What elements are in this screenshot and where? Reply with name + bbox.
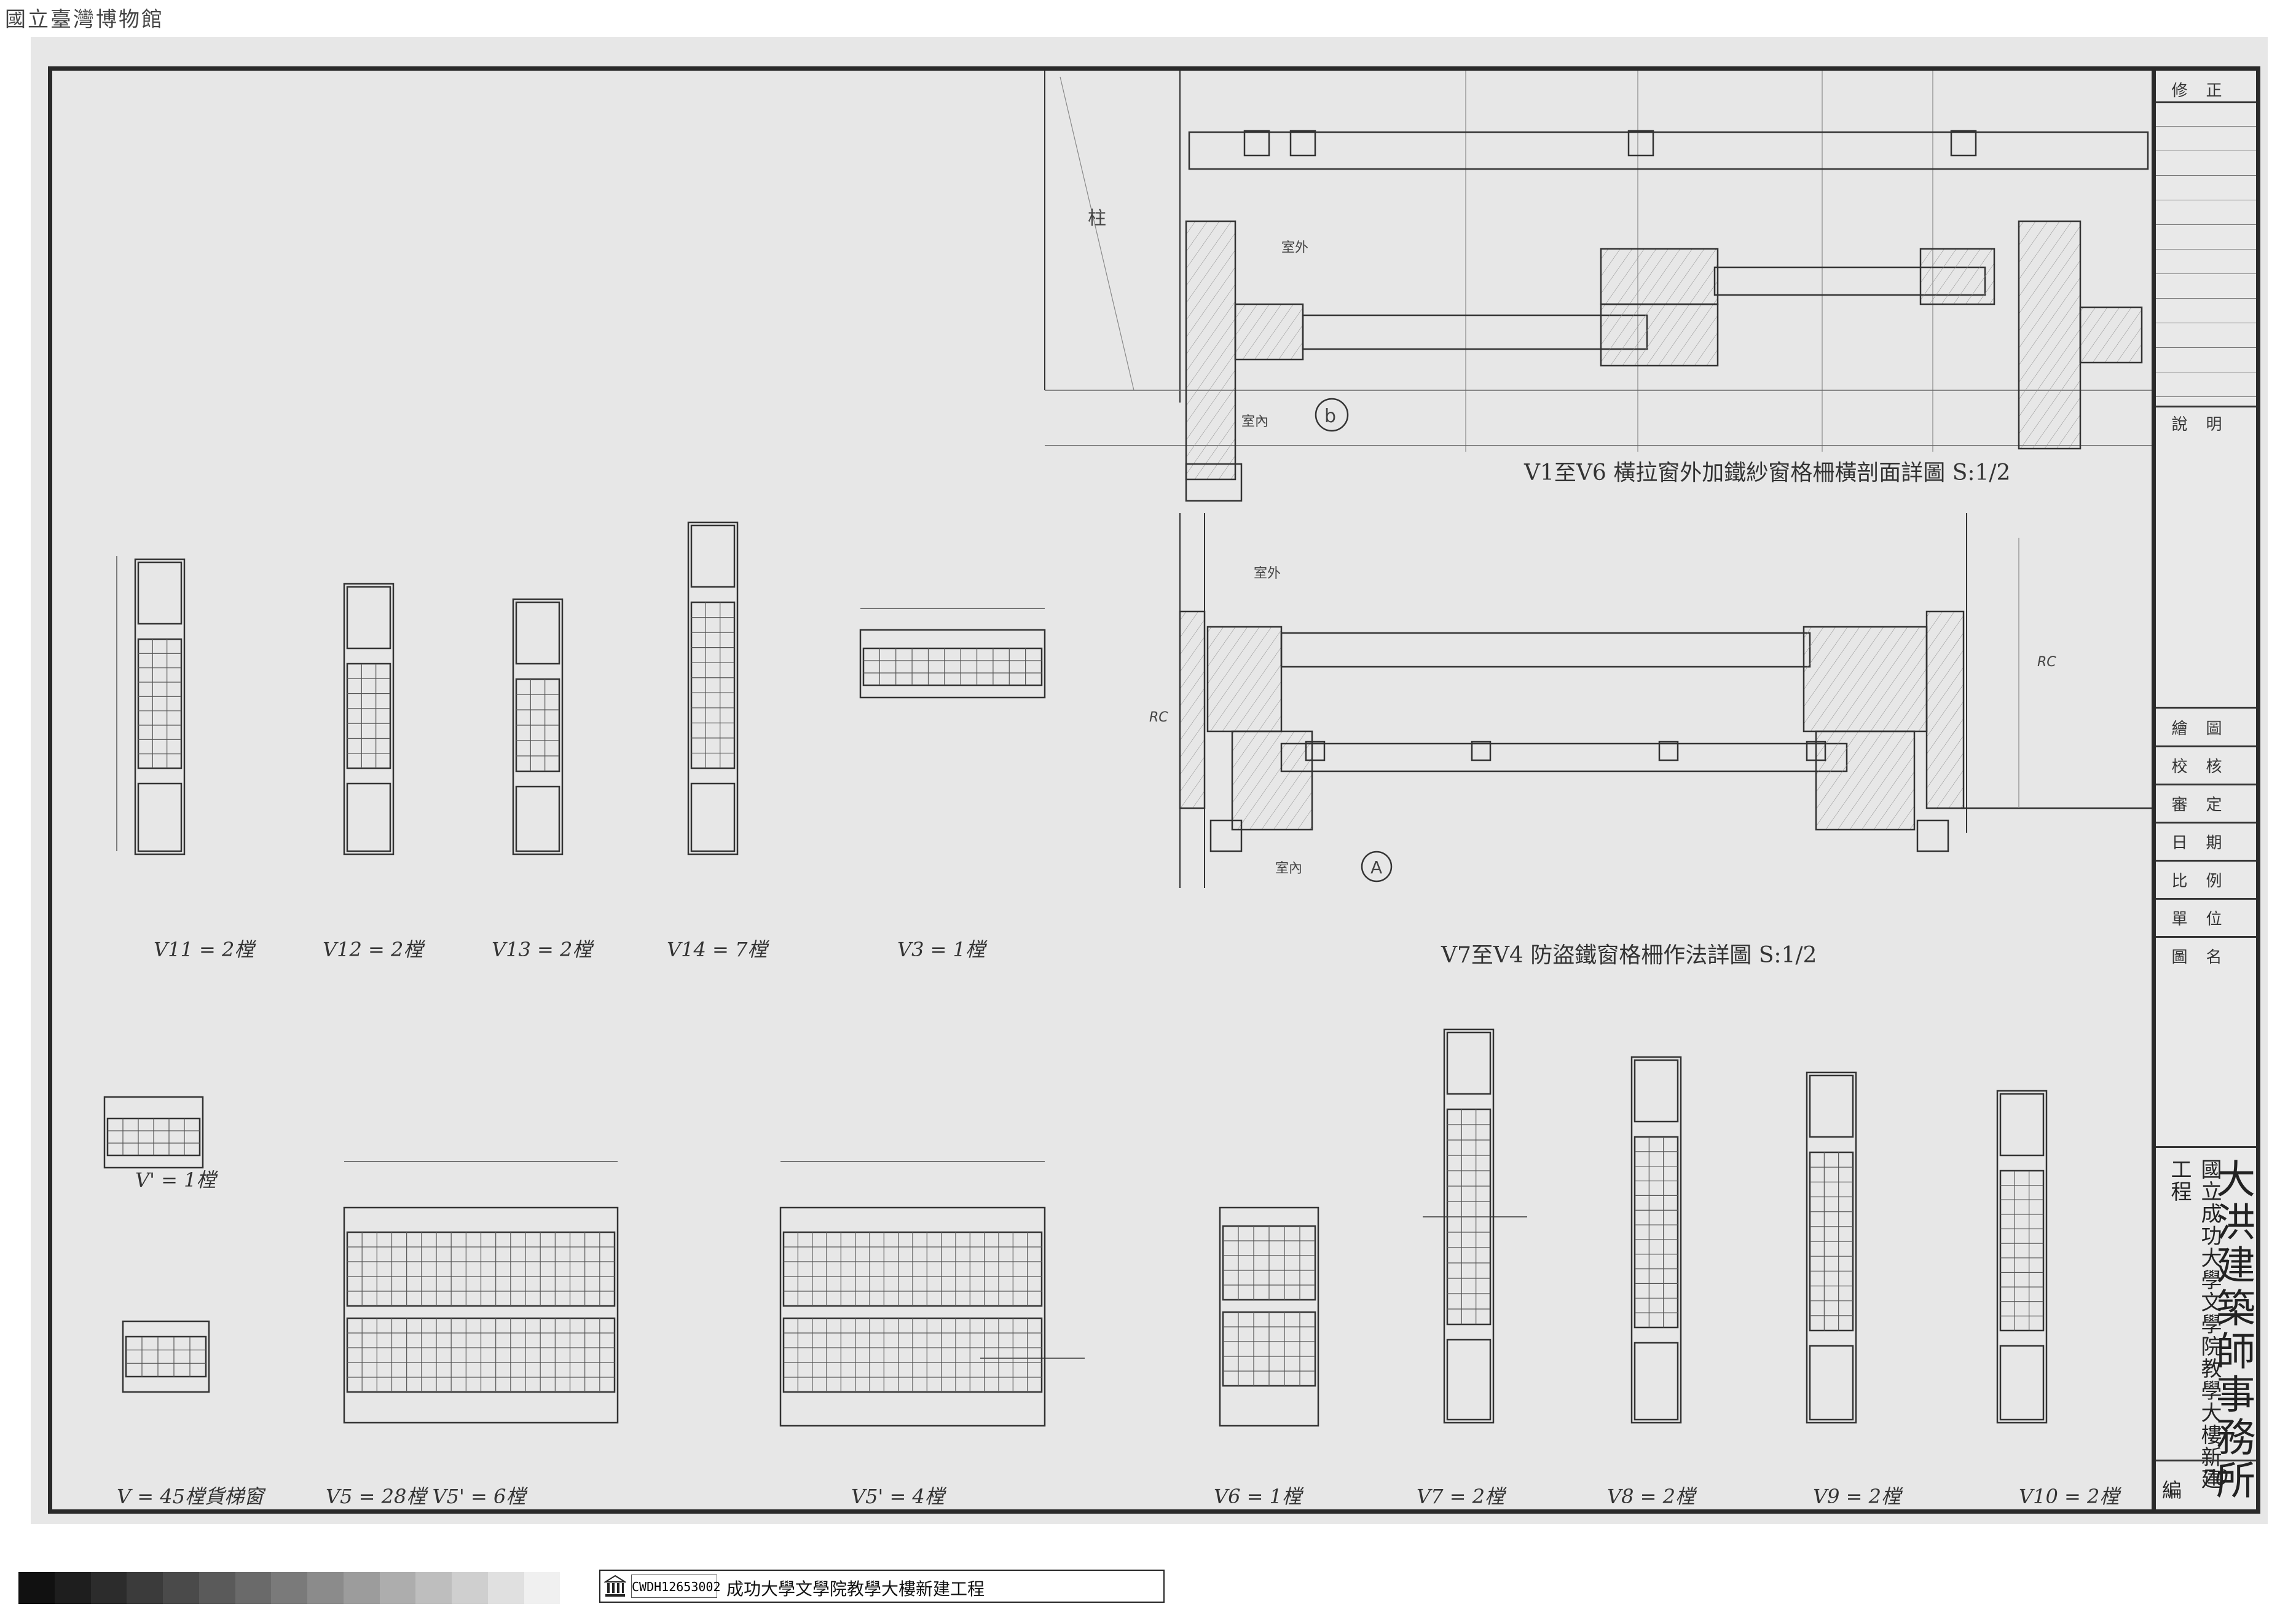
rc-label-left: RC	[1149, 710, 1168, 725]
rc-label-right: RC	[2037, 655, 2056, 670]
section-b-title: V1至V6 橫拉窗外加鐵紗窗格柵橫剖面詳圖 S:1/2	[1524, 460, 2011, 486]
window-v12-elevation	[343, 583, 395, 855]
caption-v6: V6 = 1樘	[1214, 1485, 1302, 1508]
window-v7-elevation	[1423, 1028, 1527, 1424]
caption-v12: V12 = 2樘	[323, 938, 423, 961]
museum-logo-icon	[604, 1575, 626, 1597]
window-v45-elevation	[122, 1320, 210, 1393]
caption-v3: V3 = 1樘	[897, 938, 985, 961]
window-v10-elevation	[1996, 1090, 2048, 1424]
unit-label: 單位	[2171, 910, 2241, 929]
window-grids	[108, 602, 2043, 1392]
window-v9-elevation	[1806, 1071, 1857, 1424]
section-a-marker: A	[1370, 857, 1383, 878]
window-v3-elevation	[859, 608, 1046, 699]
archive-label: CWDH12653002 成功大學文學院教學大樓新建工程	[599, 1570, 1165, 1603]
caption-v11: V11 = 2樘	[154, 938, 254, 961]
caption-v5b: V5' = 4樘	[851, 1485, 945, 1508]
title-block: 修正 說明 繪圖 校核 審定 日期 比例 單位 圖名 國立成功大學文學院教學大樓…	[2156, 66, 2260, 1514]
drawing-name-label: 圖名	[2171, 948, 2241, 967]
window-v11-elevation	[116, 556, 186, 855]
caption-v7: V7 = 2樘	[1417, 1485, 1504, 1508]
archive-footer: CWDH12653002 成功大學文學院教學大樓新建工程	[0, 1566, 2296, 1606]
section-a-drawing	[1179, 513, 2152, 888]
section-b-marker: b	[1324, 406, 1337, 427]
date-label: 日期	[2171, 834, 2241, 852]
caption-v13: V13 = 2樘	[492, 938, 592, 961]
caption-v5: V5 = 28樘 V5' = 6樘	[326, 1485, 526, 1508]
revision-label: 修正	[2171, 82, 2241, 100]
caption-v9: V9 = 2樘	[1813, 1485, 1901, 1508]
drawing-frame	[48, 66, 2156, 1514]
drawing-area	[103, 71, 2152, 1427]
window-v13-elevation	[512, 598, 564, 855]
archive-id: CWDH12653002	[631, 1575, 721, 1598]
window-v5b-elevation	[779, 1161, 1085, 1427]
sheet-number-label: 編	[2162, 1479, 2182, 1502]
column-label: 柱	[1088, 208, 1106, 229]
window-v14-elevation	[687, 521, 739, 855]
caption-v45: V = 45樘貨梯窗	[117, 1485, 264, 1508]
approved-label: 審定	[2171, 796, 2241, 814]
section-a-title: V7至V4 防盜鐵窗格柵作法詳圖 S:1/2	[1441, 943, 1817, 968]
sheet-number: 70	[2202, 1466, 2229, 1490]
office-name: 大洪建築師事務所	[2209, 1158, 2255, 1503]
checked-label: 校核	[2171, 758, 2241, 776]
scale-label: 比例	[2171, 872, 2241, 891]
caption-v10: V10 = 2樘	[2019, 1485, 2120, 1508]
caption-v14: V14 = 7樘	[667, 938, 768, 961]
grayscale-calibration-strip	[18, 1572, 596, 1604]
outside-label-a: 室外	[1254, 566, 1281, 581]
project-name: 國立成功大學文學院教學大樓新建工程	[2167, 1158, 2222, 1490]
window-v8-elevation	[1630, 1056, 1682, 1424]
archive-title: 成功大學文學院教學大樓新建工程	[726, 1579, 985, 1599]
notes-label: 說明	[2171, 415, 2241, 434]
outside-label-b: 室外	[1281, 240, 1309, 256]
drawn-label: 繪圖	[2171, 720, 2241, 738]
inside-label-a: 室內	[1275, 861, 1303, 876]
museum-watermark: 國立臺灣博物館	[5, 7, 164, 32]
inside-label-b: 室內	[1241, 414, 1269, 430]
section-b-drawing	[1044, 71, 2152, 502]
caption-vsmall: V' = 1樘	[135, 1168, 216, 1192]
caption-v8: V8 = 2樘	[1607, 1485, 1695, 1508]
